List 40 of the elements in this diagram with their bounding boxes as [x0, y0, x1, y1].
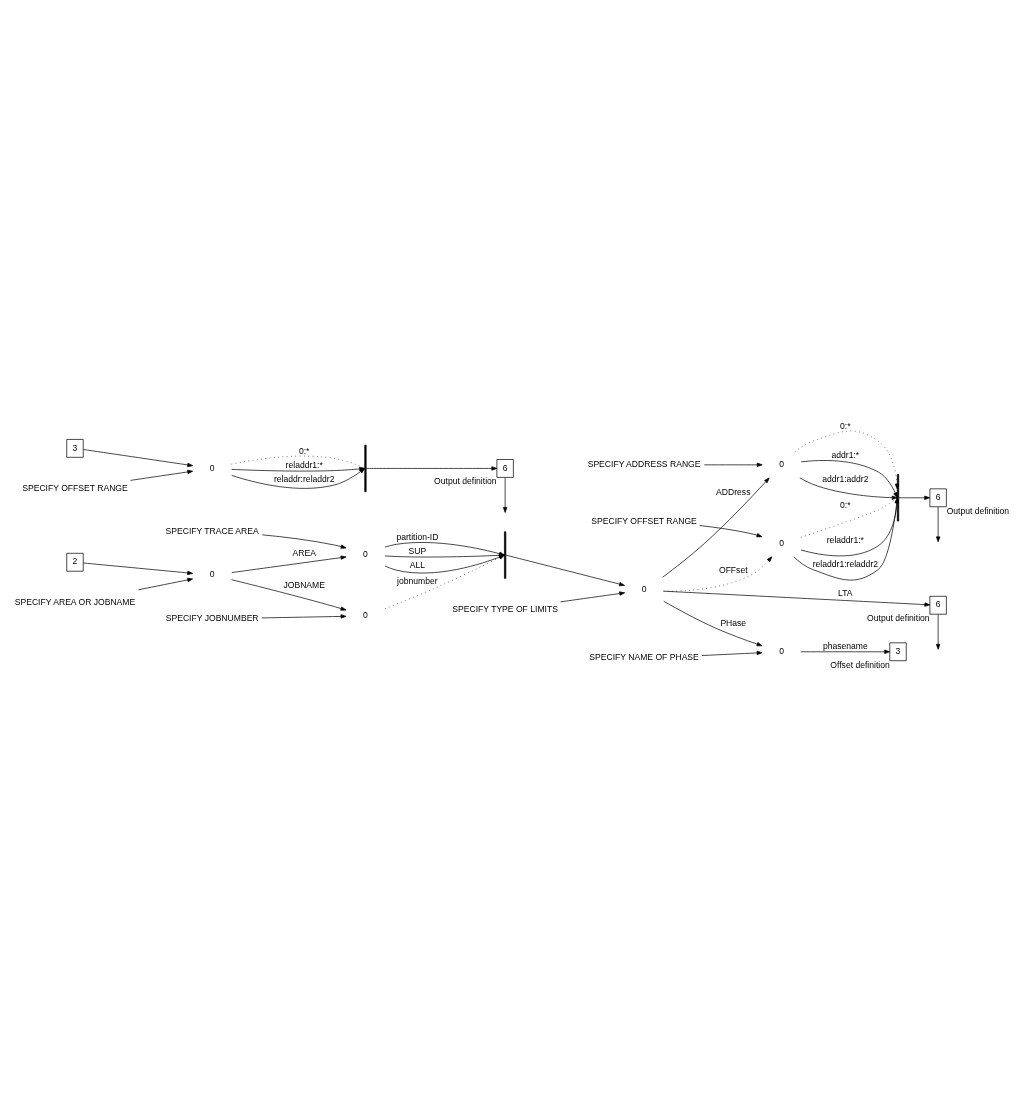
edge-label: JOBNAME	[283, 579, 325, 590]
edge-label: AREA	[292, 548, 316, 559]
node-text: 0	[209, 569, 215, 580]
node-text: 0	[641, 584, 647, 595]
edge-label: ADDress	[716, 486, 751, 497]
node-text: 0	[779, 459, 785, 470]
edge-label: 0:*	[298, 445, 310, 456]
node-label: Output definition	[946, 505, 1010, 516]
edge-label: reladdr1:*	[826, 535, 864, 546]
edge-label: reladdr:reladdr2	[273, 474, 335, 485]
node-text: 0	[779, 646, 785, 657]
edge-label: reladdr1:*	[285, 460, 323, 471]
edge-label: partition-ID	[396, 531, 439, 542]
node-text: SPECIFY OFFSET RANGE	[591, 515, 697, 526]
edge-label: 0:*	[840, 499, 851, 510]
edge-label: PHase	[720, 617, 747, 628]
node-text: 0	[779, 537, 785, 548]
node-text: 0	[209, 462, 215, 473]
edge-label: reladdr1:reladdr2	[812, 558, 879, 569]
edge-label: LTA	[838, 588, 853, 599]
edge-label: phasename	[822, 641, 868, 652]
node-text: SPECIFY AREA OR JOBNAME	[14, 596, 136, 607]
node-label: Output definition	[867, 613, 930, 624]
node-text: SPECIFY TYPE OF LIMITS	[452, 603, 558, 614]
node-text: SPECIFY OFFSET RANGE	[22, 482, 128, 493]
edge-label: addr1:addr2	[822, 473, 869, 484]
node-text: SPECIFY NAME OF PHASE	[589, 652, 699, 663]
edge-label: addr1:*	[831, 450, 860, 461]
node-text: SPECIFY ADDRESS RANGE	[587, 459, 701, 470]
edge-label: OFFset	[718, 564, 748, 575]
node-text: SPECIFY JOBNUMBER	[165, 613, 259, 624]
edge-label: 0:*	[840, 420, 851, 431]
node-label: Output definition	[434, 476, 497, 487]
edge-label: jobnumber	[397, 576, 438, 587]
edge-label: ALL	[409, 559, 426, 570]
node-label: Offset definition	[830, 659, 890, 670]
node-text: SPECIFY TRACE AREA	[165, 525, 259, 536]
node-text: 0	[363, 548, 368, 559]
node-text: 0	[363, 610, 368, 621]
edge-label: SUP	[408, 546, 427, 557]
